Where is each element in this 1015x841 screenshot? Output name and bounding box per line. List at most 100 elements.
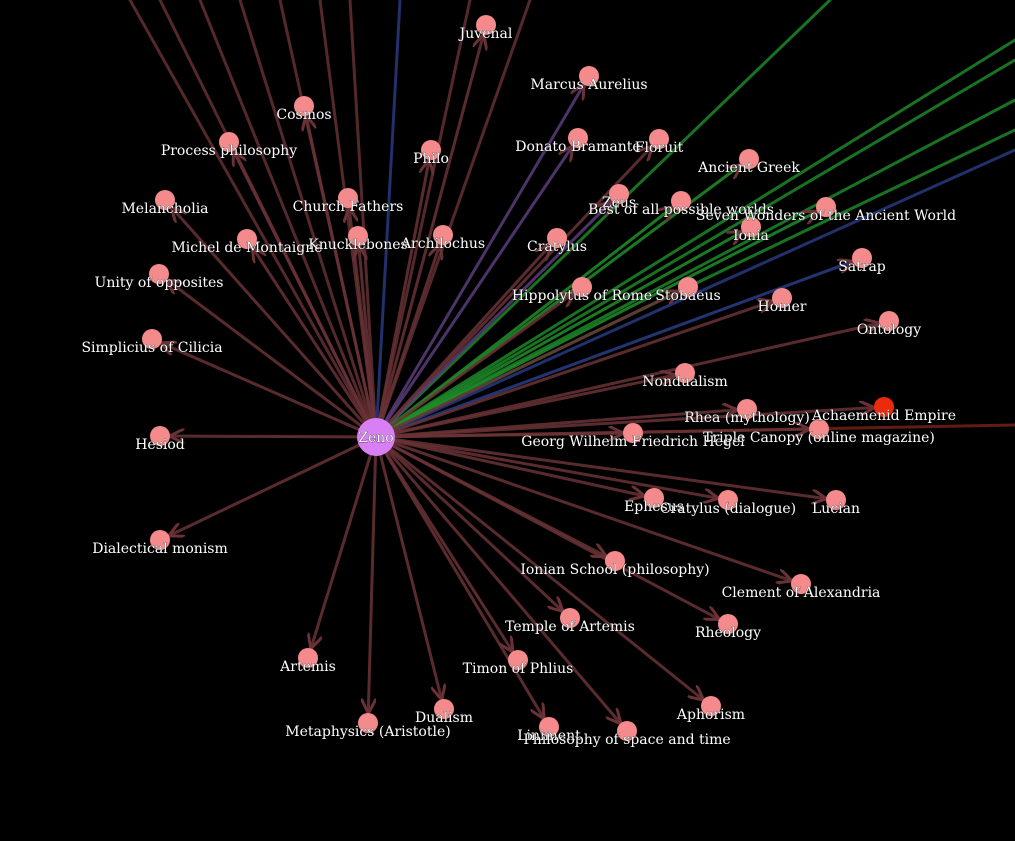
edge-artemis bbox=[311, 435, 378, 647]
edge-archilochus bbox=[374, 245, 440, 439]
node-church[interactable] bbox=[338, 188, 358, 208]
node-cratylusdialogue[interactable] bbox=[718, 490, 738, 510]
node-lucian[interactable] bbox=[826, 490, 846, 510]
node-greek[interactable] bbox=[739, 149, 759, 169]
node-zeus[interactable] bbox=[609, 184, 629, 204]
node-artemistemple[interactable] bbox=[560, 608, 580, 628]
edge-ontology bbox=[374, 323, 878, 439]
edge-nondualism bbox=[374, 375, 674, 439]
label-nondualism: Nondualism bbox=[642, 374, 727, 390]
label-stobaeus: Stobaeus bbox=[655, 288, 720, 304]
node-philo[interactable] bbox=[421, 140, 441, 160]
node-knucklebones[interactable] bbox=[348, 226, 368, 246]
edge-ephesus bbox=[374, 435, 643, 496]
node-bramante[interactable] bbox=[568, 128, 588, 148]
node-ionia[interactable] bbox=[741, 217, 761, 237]
label-greek: Ancient Greek bbox=[697, 160, 800, 176]
label-canopy: Triple Canopy (online magazine) bbox=[703, 430, 935, 446]
edge-offscreen bbox=[374, 0, 472, 439]
edge-satrap bbox=[374, 262, 852, 439]
edge-ionia bbox=[374, 232, 741, 439]
node-clement[interactable] bbox=[791, 574, 811, 594]
node-artemis[interactable] bbox=[298, 648, 318, 668]
node-zeno[interactable] bbox=[357, 418, 395, 456]
node-montaigne[interactable] bbox=[237, 229, 257, 249]
edge-simplicius bbox=[162, 343, 378, 439]
edge-hippolytus bbox=[374, 293, 573, 439]
node-achaemenid[interactable] bbox=[874, 397, 894, 417]
node-canopy[interactable] bbox=[809, 419, 829, 439]
edge-achaemenid bbox=[374, 408, 873, 439]
label-artemis: Artemis bbox=[279, 659, 336, 675]
edge-montaigne bbox=[253, 248, 378, 439]
node-floruit[interactable] bbox=[649, 129, 669, 149]
label-dualism: Dualism bbox=[415, 710, 473, 726]
node-sevenwonders[interactable] bbox=[816, 197, 836, 217]
node-stobaeus[interactable] bbox=[678, 277, 698, 297]
label-philo: Philo bbox=[413, 151, 449, 167]
edge-knucklebones bbox=[359, 247, 378, 439]
label-ontology: Ontology bbox=[857, 322, 921, 338]
node-homer[interactable] bbox=[772, 288, 792, 308]
edge-spacetime bbox=[374, 435, 620, 723]
label-montaigne: Michel de Montaigne bbox=[171, 240, 322, 256]
edge-melancholia bbox=[172, 208, 378, 439]
node-cratylus[interactable] bbox=[547, 228, 567, 248]
label-bramante: Donato Bramante bbox=[515, 139, 640, 155]
node-hippolytus[interactable] bbox=[572, 277, 592, 297]
edge-bestworlds bbox=[374, 208, 672, 439]
node-melancholia[interactable] bbox=[155, 190, 175, 210]
label-juvenal: Juvenal bbox=[458, 26, 513, 42]
node-spacetime[interactable] bbox=[617, 721, 637, 741]
node-ionian[interactable] bbox=[605, 551, 625, 571]
node-liniment[interactable] bbox=[539, 717, 559, 737]
node-aphorism[interactable] bbox=[701, 696, 721, 716]
node-satrap[interactable] bbox=[852, 248, 872, 268]
label-clement: Clement of Alexandria bbox=[722, 585, 881, 601]
node-simplicius[interactable] bbox=[142, 329, 162, 349]
label-rhea: Rhea (mythology) bbox=[684, 410, 810, 426]
node-dualism[interactable] bbox=[434, 699, 454, 719]
node-cosmos[interactable] bbox=[294, 96, 314, 116]
edge-rheology bbox=[374, 435, 718, 619]
label-unity: Unity of opposites bbox=[95, 275, 224, 291]
label-homer: Homer bbox=[758, 299, 807, 315]
node-nondualism[interactable] bbox=[675, 363, 695, 383]
edge-cratylusdialogue bbox=[374, 435, 717, 498]
edge-offscreen bbox=[348, 0, 378, 439]
node-ephesus[interactable] bbox=[644, 488, 664, 508]
edge-offscreen bbox=[374, 0, 402, 439]
edge-offscreen bbox=[374, 0, 832, 439]
edge-zeus bbox=[374, 202, 611, 439]
edge-homer bbox=[374, 302, 772, 439]
edge-metaphysics bbox=[368, 435, 378, 712]
node-metaphysics[interactable] bbox=[358, 713, 378, 733]
label-floruit: Floruit bbox=[635, 140, 684, 156]
edge-cosmos bbox=[306, 117, 378, 439]
node-unity[interactable] bbox=[149, 264, 169, 284]
label-archilochus: Archilochus bbox=[400, 236, 485, 252]
label-cratylusdialogue: Cratylus (dialogue) bbox=[660, 501, 796, 517]
edge-offscreen bbox=[374, 98, 1015, 439]
label-artemistemple: Temple of Artemis bbox=[505, 619, 635, 635]
node-marcus[interactable] bbox=[579, 66, 599, 86]
node-process[interactable] bbox=[219, 132, 239, 152]
label-rheology: Rheology bbox=[695, 625, 761, 641]
node-dialectical[interactable] bbox=[150, 530, 170, 550]
node-timon[interactable] bbox=[508, 650, 528, 670]
node-bestworlds[interactable] bbox=[671, 191, 691, 211]
node-hesiod[interactable] bbox=[150, 426, 170, 446]
label-melancholia: Melancholia bbox=[121, 201, 208, 217]
label-hesiod: Hesiod bbox=[135, 437, 185, 453]
node-rhea[interactable] bbox=[737, 399, 757, 419]
node-ontology[interactable] bbox=[879, 311, 899, 331]
node-hegel[interactable] bbox=[623, 423, 643, 443]
node-rheology[interactable] bbox=[718, 614, 738, 634]
label-process: Process philosophy bbox=[161, 143, 297, 159]
label-aphorism: Aphorism bbox=[676, 707, 745, 723]
label-metaphysics: Metaphysics (Aristotle) bbox=[285, 724, 450, 740]
edge-sevenwonders bbox=[374, 212, 816, 439]
node-archilochus[interactable] bbox=[433, 225, 453, 245]
node-juvenal[interactable] bbox=[476, 15, 496, 35]
